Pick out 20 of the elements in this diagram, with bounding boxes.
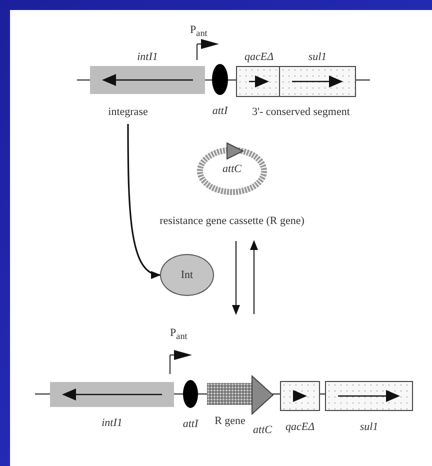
gene-label: attI <box>182 418 198 430</box>
gene-label: attC <box>253 424 272 436</box>
gene-label: attC <box>222 163 242 175</box>
protein-label: Int <box>180 269 194 281</box>
arrow <box>232 240 240 315</box>
gene-product-label: integrase <box>108 106 148 118</box>
gene-label: sul1 <box>308 51 327 63</box>
promoter-label: P$_{ant}$ <box>170 327 188 342</box>
gene-label: R gene <box>214 415 246 427</box>
gene-label: qacEΔ <box>285 421 315 433</box>
gene-label: qacEΔ <box>244 51 274 63</box>
arrow <box>127 124 161 278</box>
gene-label: intI1 <box>102 417 122 429</box>
gene-label: intI1 <box>137 51 158 63</box>
cassette-caption: resistance gene cassette (R gene) <box>160 215 304 227</box>
gene-label: sul1 <box>360 421 378 433</box>
segment-label: 3'- conserved segment <box>252 106 350 118</box>
promoter-label: P$_{ant}$ <box>190 24 208 38</box>
arrow <box>250 240 258 314</box>
gene-label: attI <box>212 105 228 117</box>
